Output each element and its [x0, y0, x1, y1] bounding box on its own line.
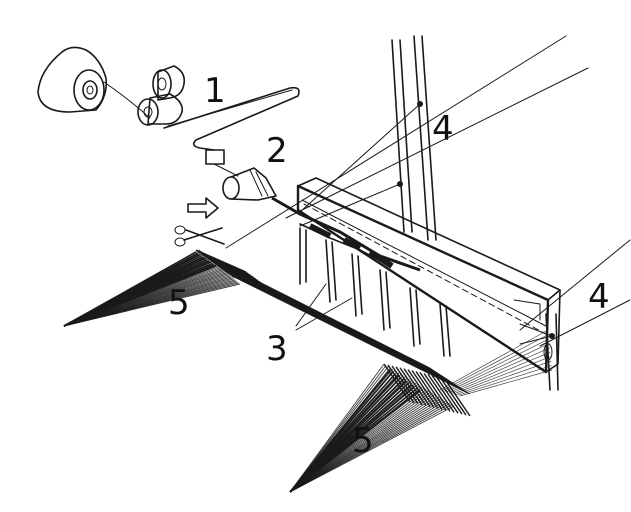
warp-sheet: [195, 249, 553, 417]
main-nozzle: [222, 167, 277, 201]
yarn-package: [37, 46, 108, 113]
label-fabric-left: 5: [168, 283, 190, 323]
label-heddle-right: 4: [588, 277, 610, 317]
label-reed: 3: [266, 329, 288, 369]
label-fabric-bottom: 5: [352, 421, 374, 461]
weft-in-channel: [271, 196, 421, 272]
leader-lines: [295, 283, 353, 331]
feed-rollers: [137, 65, 186, 126]
label-main-nozzle: 2: [266, 131, 288, 171]
weft-yarn-path: [103, 81, 300, 151]
label-yarn-supply: 1: [204, 71, 226, 111]
sley-beam: [296, 177, 561, 374]
arrow-right-icon: [187, 197, 219, 219]
warp-shed-lines: [225, 35, 631, 347]
heddle-frames: [391, 35, 437, 241]
weft-brake: [205, 149, 239, 177]
fabric-left-fan: [63, 249, 241, 327]
label-heddle-upper: 4: [432, 109, 454, 149]
scissors-icon: [174, 225, 225, 247]
fabric-bottom-fan: [289, 363, 455, 493]
heddle-detail-right: [519, 313, 559, 391]
